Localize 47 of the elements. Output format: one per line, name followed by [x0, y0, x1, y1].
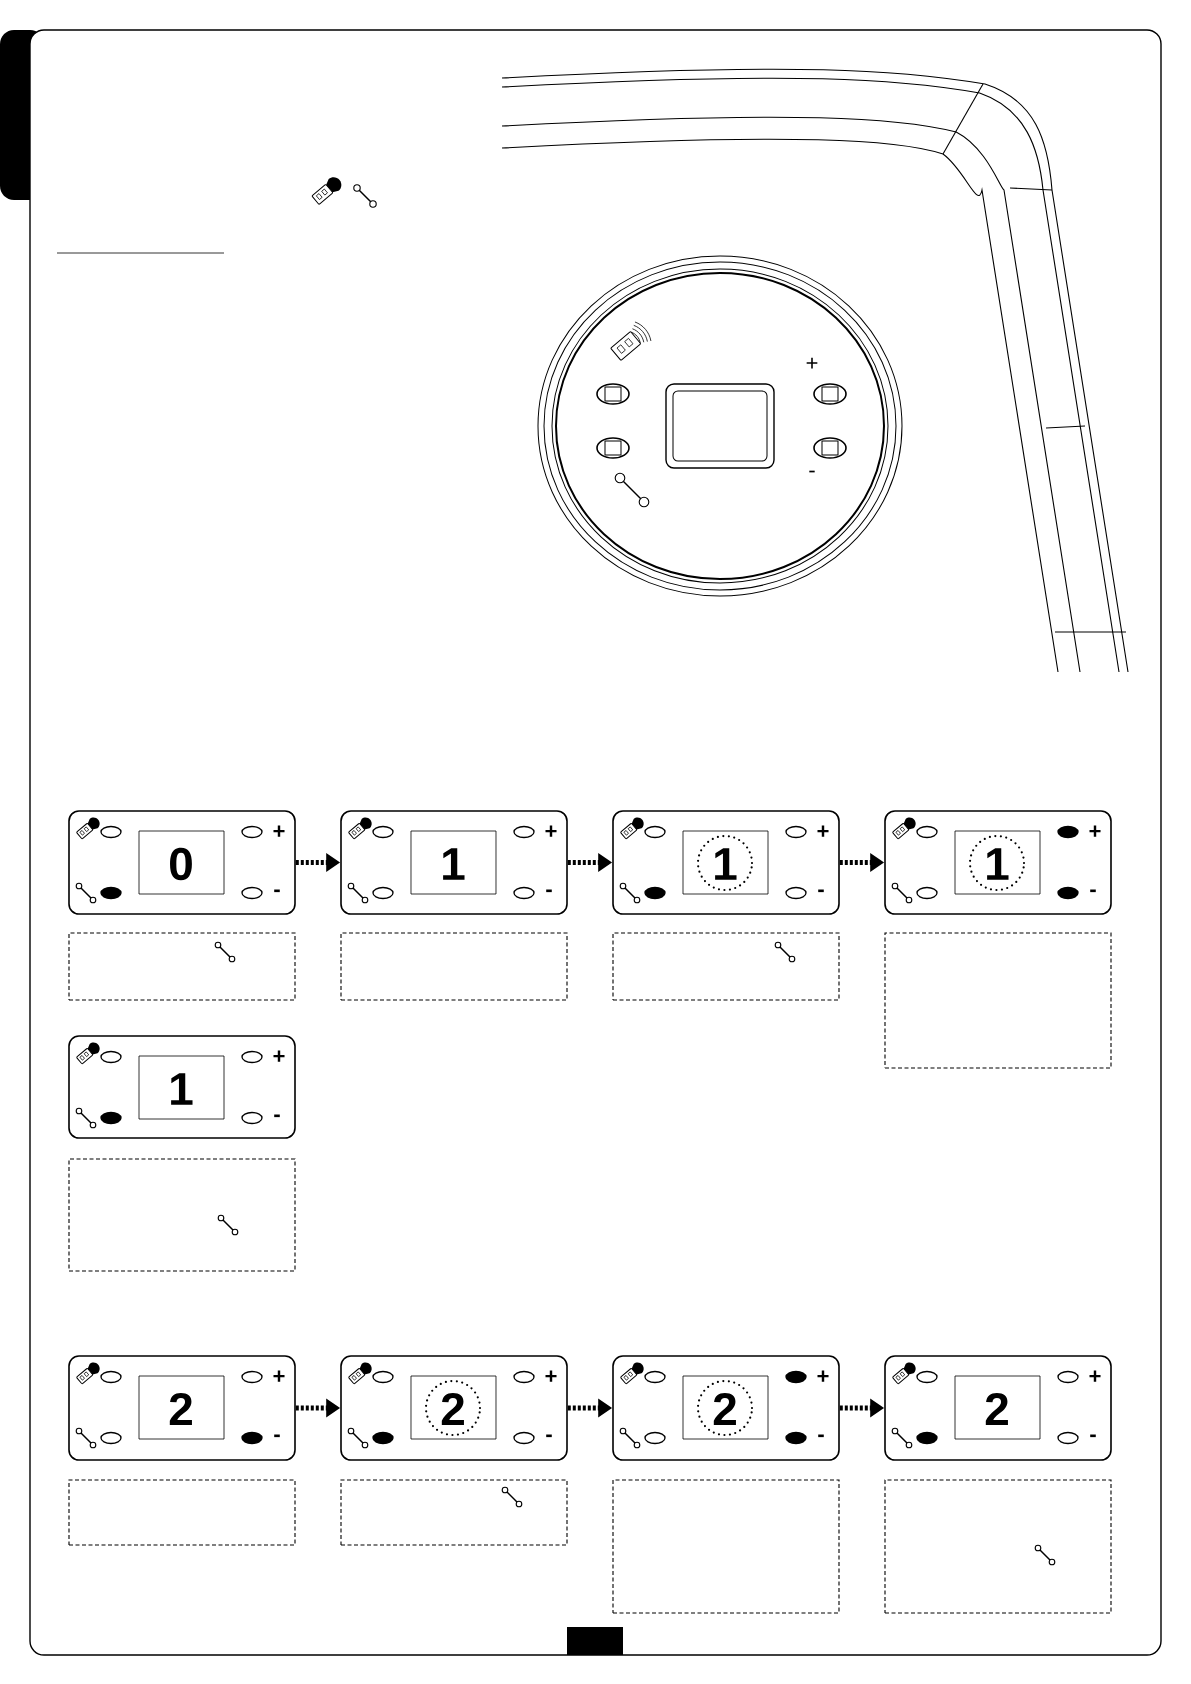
display-digit: 2: [169, 1392, 192, 1426]
control-panel: [340, 1355, 568, 1461]
plus-sign: +: [1089, 825, 1101, 837]
note-box: [884, 1479, 1112, 1614]
display-digit: 1: [443, 848, 465, 880]
display-digit: 2: [441, 1392, 464, 1426]
display-digit: 1: [715, 848, 737, 880]
minus-sign: -: [546, 889, 552, 893]
control-panel: [340, 810, 568, 915]
note-box: [612, 932, 840, 1001]
plus-sign: +: [806, 357, 818, 369]
plus-sign: +: [1089, 1370, 1101, 1382]
plus-sign: +: [545, 1370, 557, 1382]
plus-sign: +: [273, 1050, 285, 1062]
control-panel: [612, 810, 840, 915]
plus-sign: +: [817, 825, 829, 837]
display-digit: 1: [987, 848, 1009, 880]
minus-sign: -: [274, 889, 280, 893]
plus-sign: +: [545, 825, 557, 837]
minus-sign: -: [546, 1434, 552, 1438]
control-panel: [68, 1355, 296, 1461]
minus-sign: -: [818, 1434, 824, 1438]
note-box: [612, 1479, 840, 1614]
minus-sign: -: [818, 889, 824, 893]
note-box: [68, 932, 296, 1001]
plus-sign: +: [817, 1370, 829, 1382]
display-digit: 1: [171, 1073, 193, 1105]
control-panel: [884, 810, 1112, 915]
control-panel: [884, 1355, 1112, 1461]
note-box: [884, 932, 1112, 1069]
display-digit: 2: [985, 1392, 1008, 1426]
minus-sign: -: [274, 1434, 280, 1438]
plus-sign: +: [273, 825, 285, 837]
control-panel: [612, 1355, 840, 1461]
plus-sign: +: [273, 1370, 285, 1382]
note-box: [340, 932, 568, 1001]
minus-sign: -: [1090, 889, 1096, 893]
control-panel: [68, 810, 296, 915]
display-digit: 0: [170, 847, 192, 881]
note-box: [68, 1158, 296, 1272]
minus-sign: -: [274, 1114, 280, 1118]
display-digit: 2: [713, 1392, 736, 1426]
note-box: [340, 1479, 568, 1546]
control-panel: [68, 1035, 296, 1139]
minus-sign: -: [809, 470, 815, 473]
minus-sign: -: [1090, 1434, 1096, 1438]
note-box: [68, 1479, 296, 1546]
